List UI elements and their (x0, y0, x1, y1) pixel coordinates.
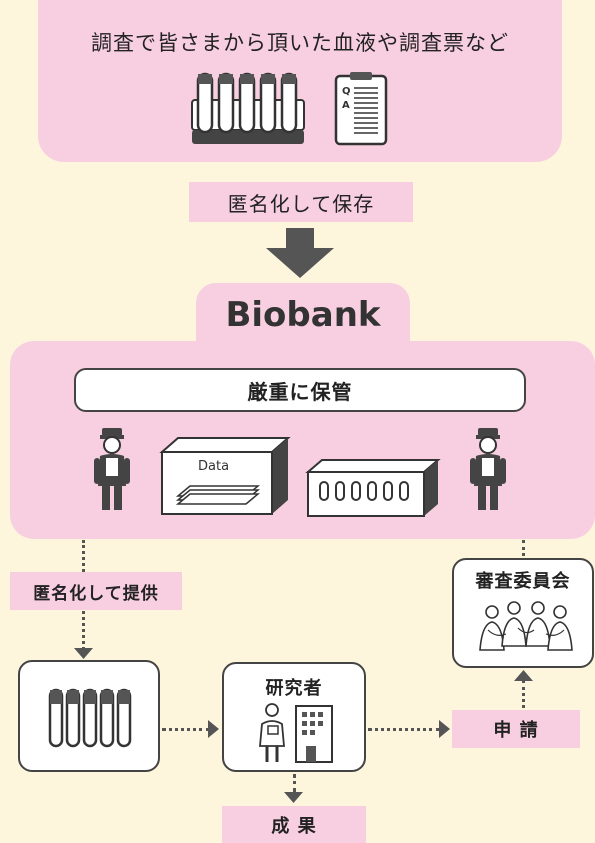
store-anonymized-label: 匿名化して保存 (189, 182, 413, 222)
data-storage-icon: Data (159, 437, 291, 515)
source-title: 調査で皆さまから頂いた血液や調査票など (91, 31, 509, 55)
researcher-icon (259, 703, 333, 763)
questionnaire-icon: Q A (334, 72, 388, 146)
down-arrow-icon (266, 228, 334, 278)
svg-text:A: A (342, 100, 350, 111)
data-storage-label: Data (198, 459, 229, 474)
arrow-right-icon (439, 720, 450, 738)
review-committee-label: 審査委員会 (475, 571, 571, 592)
apply-label: 申 請 (452, 710, 580, 748)
provide-anonymized-label: 匿名化して提供 (10, 572, 182, 610)
sample-storage-icon (305, 459, 441, 517)
apply-to-committee-connector (522, 680, 525, 708)
arrow-up-icon (514, 670, 533, 681)
test-tubes-icon (48, 688, 132, 748)
researcher-to-apply-connector (368, 728, 440, 731)
svg-text:Q: Q (342, 86, 351, 97)
researcher-to-result-connector (293, 774, 296, 792)
biobank-to-committee-connector (522, 540, 525, 556)
guard-icon (94, 428, 130, 510)
guard-icon (470, 428, 506, 510)
secure-storage-label: 厳重に保管 (74, 368, 526, 412)
arrow-down-icon (284, 792, 303, 803)
samples-to-researcher-connector (162, 728, 210, 731)
researcher-label: 研究者 (265, 678, 323, 699)
biobank-title: Biobank (225, 295, 381, 335)
arrow-down-icon (74, 648, 93, 659)
arrow-right-icon (208, 720, 219, 738)
committee-meeting-icon (479, 601, 573, 651)
result-label: 成 果 (222, 806, 366, 843)
test-tube-rack-icon (191, 72, 305, 144)
researcher-box (222, 662, 366, 772)
